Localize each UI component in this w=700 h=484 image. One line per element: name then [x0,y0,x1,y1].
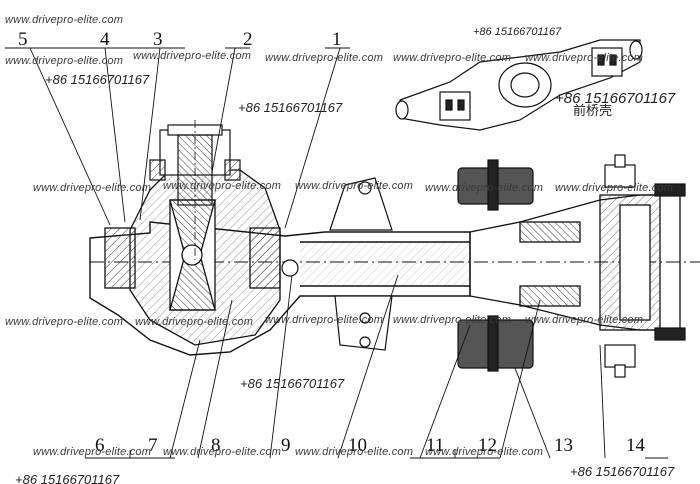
brake-calipers [457,159,534,372]
watermark-site: www.drivepro-elite.com [295,446,414,458]
inset-caption: 前桥壳 [573,104,613,119]
leader-lines [5,47,668,459]
housing-section-hatch [300,242,470,286]
watermark-site: www.drivepro-elite.com [5,55,124,67]
watermark-phone: +86 15166701167 [555,90,676,107]
part-number-1: 1 [332,29,342,50]
watermark-site: www.drivepro-elite.com [5,316,124,328]
yoke-pin [281,259,299,277]
watermark-phone: +86 15166701167 [45,72,150,87]
part-number-14: 14 [626,435,645,456]
watermark-site: www.drivepro-elite.com [163,180,282,192]
watermark-site: www.drivepro-elite.com [33,182,152,194]
part-number-8: 8 [211,435,221,456]
part-number-2: 2 [243,29,253,50]
part-number-3: 3 [153,29,163,50]
differential-carrier [104,169,281,346]
watermark-site: www.drivepro-elite.com [393,314,512,326]
watermark-phone: +86 15166701167 [473,26,562,38]
watermark-phone: +86 15166701167 [240,376,345,391]
part-number-11: 11 [426,435,445,456]
watermark-site: www.drivepro-elite.com [163,446,282,458]
watermark-site: www.drivepro-elite.com [265,314,384,326]
watermark-phone: +86 15166701167 [238,100,343,115]
watermark-site: www.drivepro-elite.com [525,314,644,326]
inset-housing-sketch [395,39,643,131]
watermark-site: www.drivepro-elite.com [555,182,674,194]
watermark-site: www.drivepro-elite.com [295,180,414,192]
part-number-9: 9 [281,435,291,456]
part-number-10: 10 [348,435,367,456]
part-number-13: 13 [554,435,573,456]
part-number-7: 7 [148,435,158,456]
watermark-site: www.drivepro-elite.com [5,14,124,26]
watermark-site: www.drivepro-elite.com [135,316,254,328]
watermark-site: www.drivepro-elite.com [393,52,512,64]
watermark-site: www.drivepro-elite.com [33,446,152,458]
watermark-phone: +86 15166701167 [570,464,675,479]
part-number-12: 12 [478,435,497,456]
watermark-site: www.drivepro-elite.com [425,446,544,458]
watermark-site: www.drivepro-elite.com [425,182,544,194]
watermark-site: www.drivepro-elite.com [133,50,252,62]
wheel-studs [604,154,686,378]
watermark-phone: +86 15166701167 [15,472,120,484]
part-number-4: 4 [100,29,110,50]
watermark-site: www.drivepro-elite.com [265,52,384,64]
watermark-site: www.drivepro-elite.com [525,52,644,64]
part-number-5: 5 [18,29,28,50]
part-number-6: 6 [95,435,105,456]
wheel-hub [469,194,681,331]
